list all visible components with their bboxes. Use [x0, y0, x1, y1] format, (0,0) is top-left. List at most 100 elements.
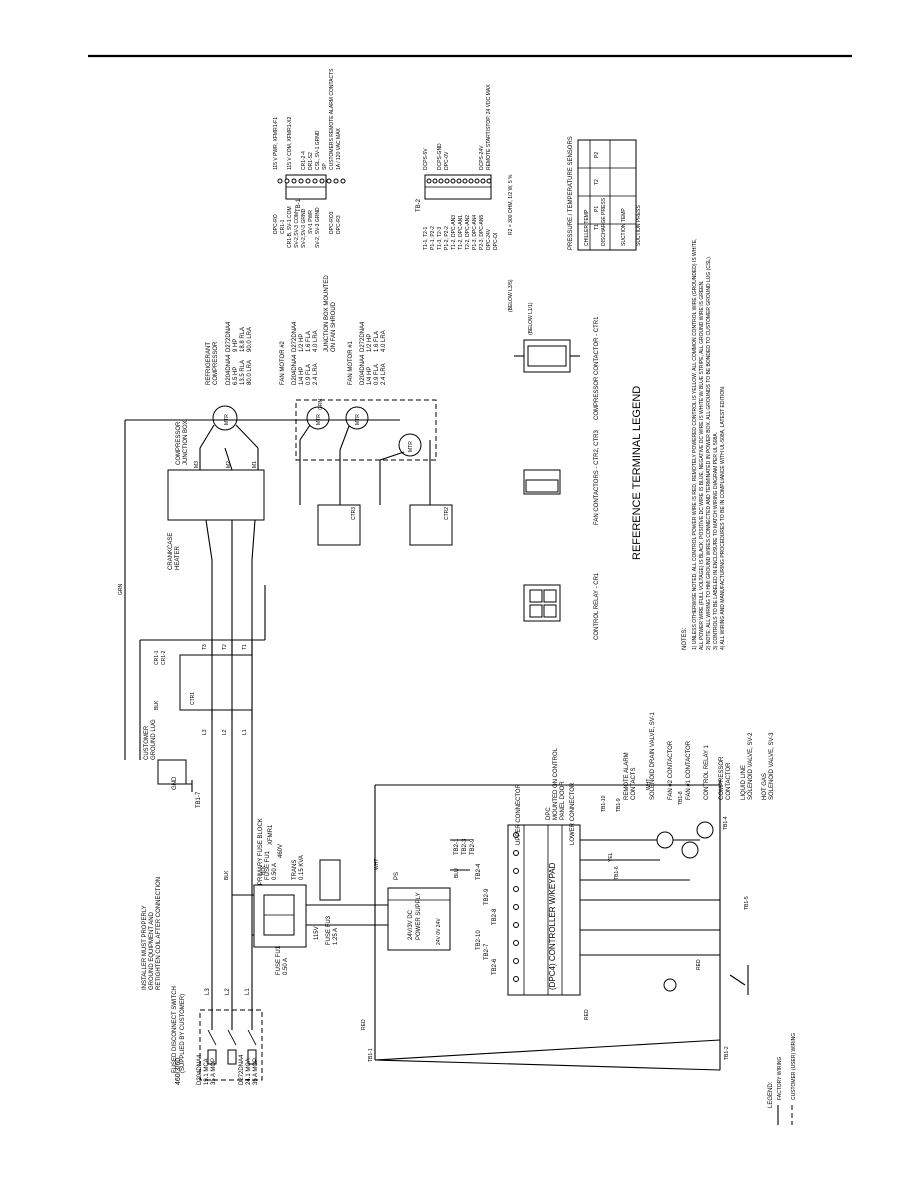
- v115-label: 115V: [314, 926, 320, 940]
- compressor-junction-box: [167, 405, 265, 521]
- trans-kva: 0.15 KVA: [299, 855, 305, 880]
- ps-label: PS: [394, 872, 400, 880]
- below-b: (BELOW L3/5): [508, 279, 514, 312]
- ctr1-label: COMPRESSOR CONTACTOR - CTR1: [594, 316, 600, 420]
- wire-tag-ctr3: CTR3: [351, 507, 357, 520]
- comp-b-4: 90.0 LRA: [247, 327, 253, 352]
- wire-tag-tb1-4: TB1-4: [723, 816, 729, 830]
- field-device-8b: SOLENOID VALVE, SV-3: [769, 732, 775, 800]
- wire-tag-grn-2: GRN: [318, 399, 324, 411]
- tb1-terminal: [291, 178, 297, 184]
- controller-pin: [513, 868, 519, 874]
- field-device-3: FAN #2 CONTACTOR: [668, 740, 674, 800]
- fm1-title: FAN MOTOR #1: [348, 340, 354, 385]
- tb2-terminal: [450, 178, 456, 184]
- wire-tag-l3: L3: [202, 729, 208, 735]
- mca-a-2: 19.1 MCA: [204, 1058, 210, 1085]
- wire-tag-m1: M1: [252, 461, 258, 468]
- tb2-terminal: [456, 178, 462, 184]
- wiring-legend: [777, 1105, 793, 1125]
- ground-tb: TB1-7: [196, 791, 202, 808]
- tb2-3-tag: TB2-3: [462, 838, 468, 855]
- tb2-terminal: [486, 178, 492, 184]
- wire-tag-mtr-2: MTR: [316, 414, 322, 425]
- tb2-right-4: REMOTE START/STOP, 24 VDC MAX: [486, 84, 492, 170]
- tb2-right-0: DCPS-5V: [423, 148, 429, 170]
- controller-tb-b: TB2-9: [484, 888, 490, 905]
- wire-tag-mtr-4: MTR: [408, 441, 414, 452]
- note-1b: ALL POWER WIRE (FULL VOLTAGE) IS BLACK, …: [699, 280, 705, 650]
- tb1-terminal: [340, 178, 346, 184]
- controller-pin: [513, 940, 519, 946]
- sensor-tag-3: T2: [594, 179, 600, 185]
- primary-fuse-label: FUSE FU1: [265, 850, 271, 880]
- tb2-left-10: DPC-DI: [493, 233, 499, 250]
- fan-contactors: [295, 399, 453, 546]
- line-l3: L3: [205, 988, 211, 995]
- note-2: 2) NOTE: ALL WIRING TO HMI GROUND WIRES …: [706, 256, 712, 650]
- wire-tag-m2: M2: [226, 461, 232, 468]
- fm2b-2: 1/2 HP: [299, 334, 305, 352]
- wire-tag-wht-1: WHT: [374, 859, 380, 870]
- wire-tag-tb1-10: TB1-10: [601, 795, 607, 812]
- tb2-1-tag: TB2-1: [454, 838, 460, 855]
- cr1-label: CONTROL RELAY - CR1: [594, 572, 600, 640]
- comp-b-3: 18.8 RLA: [240, 327, 246, 352]
- wire-tag-mtr-1: MTR: [224, 414, 230, 425]
- wire-tag-l1: L1: [242, 729, 248, 735]
- compressor-box-1: COMPRESSOR: [176, 421, 182, 465]
- fm2b-3: 1.6 FLA: [306, 331, 312, 352]
- note-1: 1) UNLESS OTHERWISE NOTED, ALL CONTROL P…: [692, 238, 698, 650]
- main-power-lines: [199, 560, 263, 1081]
- controller-pin: [513, 832, 519, 838]
- controller-pin: [513, 904, 519, 910]
- fm1-2: 1/4 HP: [367, 367, 373, 385]
- disconnect-label-2: (SUPPLIED BY CUSTOMER): [180, 994, 186, 1073]
- fm2-4: 2.4 LRA: [313, 363, 319, 385]
- tb1-left-9: DPC-R3: [336, 215, 342, 234]
- sensor-tag-4: P2: [594, 152, 600, 158]
- controller-pin: [513, 886, 519, 892]
- field-device-6a: COMPRESSOR: [719, 756, 725, 800]
- tb2-left-1: P1-1, P2-2: [430, 226, 436, 250]
- fm2-1: D204DNA4: [292, 354, 298, 385]
- ground-lug-1: CUSTOMER: [144, 725, 150, 760]
- tb1-terminal: [333, 178, 339, 184]
- note-4: 4) ALL WIRING AND MANUFACTURING PROCEDUR…: [720, 386, 726, 650]
- transformer-block: [232, 859, 370, 948]
- controller-tb-a: TB2-4: [476, 863, 482, 880]
- line-l1: L1: [245, 988, 251, 995]
- wire-tag-t3: T3: [202, 644, 208, 650]
- wire-tag-tb1-2: TB1-2: [724, 1046, 730, 1060]
- primary-fuse-rating: 0.50 A: [272, 863, 278, 880]
- tb1-left-1: CR1-1: [280, 219, 286, 234]
- line-l2: L2: [225, 988, 231, 995]
- fm1b-2: 1/2 HP: [367, 334, 373, 352]
- sensor-1: CHILLER TEMP: [584, 209, 590, 246]
- fm1b-3: 1.6 FLA: [374, 331, 380, 352]
- mca-b-2: 24.1 MCA: [246, 1058, 252, 1085]
- wire-tag-tb1-6: TB1-6: [614, 866, 620, 880]
- relay-symbols: [514, 339, 580, 622]
- wire-tag-tb1-9: TB1-9: [616, 798, 622, 812]
- tb2-terminal: [480, 178, 486, 184]
- controller-tb-c: TB2-8: [492, 908, 498, 925]
- install-note-2: GROUND EQUIPMENT AND: [149, 911, 155, 990]
- tb2-right-1: DCPS-GND: [437, 143, 443, 170]
- fuse-fu1-label: FUSE FU1: [276, 945, 282, 975]
- fm2b-4: 4.0 LRA: [313, 330, 319, 352]
- install-note-1: INSTALLER MUST PROPERLY: [142, 905, 148, 990]
- controller-block: [507, 824, 581, 996]
- tb1-left-0: DPC-RO: [273, 214, 279, 234]
- notes-heading: NOTES:: [682, 627, 688, 650]
- wire-tag-ctr2: CTR2: [444, 507, 450, 520]
- controller-mounted-1: DPC: [546, 807, 552, 820]
- tb1-title: TB-1: [296, 198, 302, 212]
- tb1-terminal: [312, 178, 318, 184]
- wire-tag-tb1-1: TB1-1: [368, 1048, 374, 1062]
- install-note-3: RETIGHTEN COIL AFTER CONNECTION: [156, 877, 162, 990]
- tb2-terminal: [462, 178, 468, 184]
- tb1-right-8: 1A / 120 VAC MAX: [336, 127, 342, 170]
- tb1-right-3: CR1-2-4: [301, 151, 307, 170]
- field-device-2: SOLENOID DRAIN VALVE, SV-1: [650, 712, 656, 800]
